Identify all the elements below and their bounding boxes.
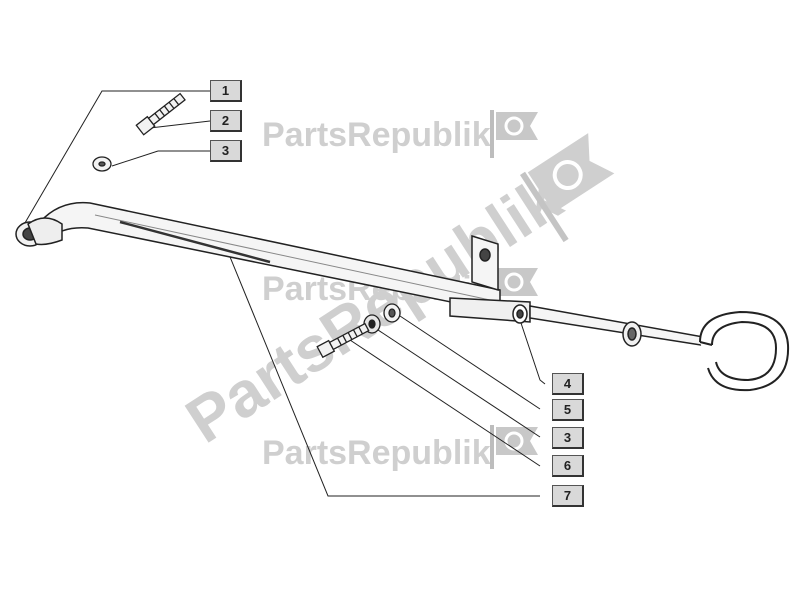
callout-2: 2 — [210, 110, 242, 132]
leader-line-3b — [371, 325, 541, 438]
end-fitting — [15, 217, 63, 247]
watermark-top: PartsRepublik — [262, 116, 491, 154]
callout-6: 6 — [552, 455, 584, 477]
gear-flag-icon — [520, 133, 615, 243]
watermark-bottom: PartsRepublik — [262, 434, 491, 472]
washer-part-3-top — [92, 156, 112, 172]
leader-line-2 — [149, 120, 211, 129]
bolt-part-6 — [316, 322, 370, 359]
clamp-sleeve — [449, 297, 531, 324]
leader-line-7 — [227, 251, 540, 497]
callout-3-lower: 3 — [552, 427, 584, 449]
callout-3-top: 3 — [210, 140, 242, 162]
leader-line-1 — [21, 90, 210, 229]
leader-line-6 — [349, 339, 541, 467]
bolt-part-2 — [135, 92, 186, 136]
spring-rod — [529, 305, 721, 349]
gear-flag-icon — [490, 110, 538, 158]
callout-5: 5 — [552, 399, 584, 421]
washer-part-5 — [383, 303, 401, 323]
callout-1: 1 — [210, 80, 242, 102]
leader-line-5 — [399, 315, 541, 410]
hook-ring — [699, 310, 790, 392]
leader-line-3a-b — [111, 150, 159, 167]
callout-7: 7 — [552, 485, 584, 507]
gear-flag-icon — [490, 425, 538, 469]
mounting-tab — [471, 234, 499, 292]
callout-4: 4 — [552, 373, 584, 395]
leader-line-4 — [519, 319, 546, 385]
leader-lines — [21, 90, 546, 497]
